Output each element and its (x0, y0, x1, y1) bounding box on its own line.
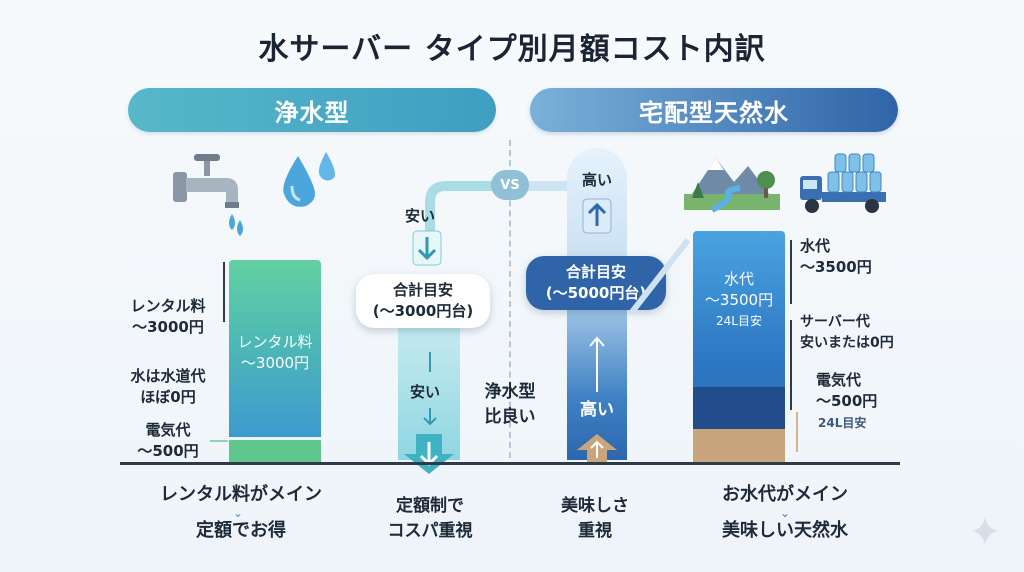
down-arrow-icon (412, 230, 442, 266)
delivery-truck-icon (800, 153, 886, 213)
vs-badge: VS (491, 170, 529, 200)
purifier-chevron-icon: ⌄ (232, 506, 244, 520)
delivery-electric-segment (693, 429, 785, 462)
purifier-total-bubble: 合計目安 (〜3000円台) (356, 274, 490, 328)
middle-comparison-note: 浄水型 比良い (484, 382, 536, 427)
purifier-arrow-caption: 定額制で コスパ重視 (387, 496, 473, 541)
delivery-bottom-main: お水代がメイン (722, 484, 848, 505)
delivery-server-label: サーバー代 安いまたは0円 (800, 314, 894, 351)
delivery-bar-label-sub: 24L目安 (716, 314, 762, 328)
down-arrow-small-icon (423, 352, 437, 426)
delivery-server-segment (693, 387, 785, 429)
vs-connector (425, 181, 575, 257)
faucet-icon (173, 154, 243, 236)
tan-up-arrow-icon (577, 434, 617, 462)
header-delivery: 宅配型天然水 (530, 88, 898, 132)
delivery-water-bracket (790, 240, 792, 304)
delivery-cost-bar: 水代 〜3500円 24L目安 (693, 231, 785, 462)
big-down-arrow-icon (404, 434, 454, 474)
delivery-electric-label: 電気代 〜500円 (816, 371, 878, 410)
page-title: 水サーバー タイプ別月額コスト内訳 (258, 32, 766, 67)
delivery-electric-sub: 24L目安 (818, 416, 867, 430)
delivery-electric-bracket (796, 412, 798, 452)
sparkle-icon (971, 517, 999, 545)
purifier-cheap-mid: 安い (410, 383, 441, 401)
delivery-bar-label-main: 水代 〜3500円 (704, 270, 774, 309)
purifier-electric-segment (229, 437, 321, 462)
delivery-arrow-caption: 美味しさ 重視 (561, 496, 629, 541)
purifier-cheap-top: 安い (405, 207, 436, 225)
water-drops-icon (283, 152, 335, 207)
delivery-expensive-top: 高い (581, 171, 612, 189)
delivery-bar-label: 水代 〜3500円 24L目安 (693, 269, 785, 332)
purifier-rental-label: レンタル料 〜3000円 (130, 297, 206, 336)
center-divider (509, 140, 511, 458)
delivery-connector (629, 238, 691, 314)
purifier-rental-bracket (223, 262, 225, 322)
delivery-chevron-icon: ⌄ (779, 506, 791, 520)
header-purifier: 浄水型 (128, 88, 496, 132)
delivery-expensive-mid: 高い (580, 400, 614, 420)
delivery-water-label: 水代 〜3500円 (800, 237, 872, 276)
purifier-bar-label: レンタル料 〜3000円 (237, 333, 313, 372)
chart-baseline (120, 462, 900, 465)
purifier-electric-pointer (210, 440, 228, 442)
delivery-bottom-sub: 美味しい天然水 (722, 520, 848, 541)
delivery-server-bracket (790, 320, 792, 410)
up-arrow-icon (582, 198, 612, 234)
purifier-electric-label: 電気代 〜500円 (137, 421, 199, 460)
mountain-river-icon (684, 158, 780, 213)
purifier-water-label: 水は水道代 ほぼ0円 (130, 367, 206, 406)
purifier-bottom-sub: 定額でお得 (196, 520, 286, 541)
up-arrow-line-icon (589, 336, 605, 392)
purifier-bottom-main: レンタル料がメイン (160, 484, 322, 505)
purifier-cost-bar: レンタル料 〜3000円 (229, 260, 321, 462)
delivery-total-bubble: 合計目安 (〜5000円台) (526, 256, 666, 310)
